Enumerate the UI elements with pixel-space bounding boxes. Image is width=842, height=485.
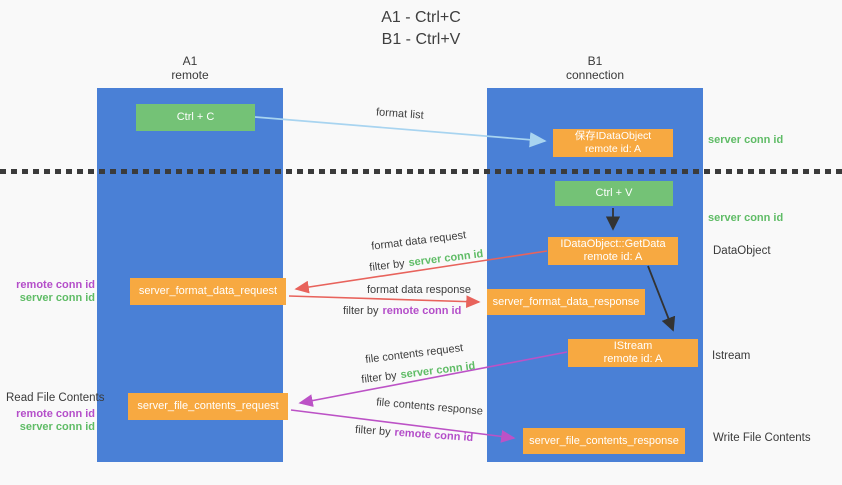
label-server-conn-id: server conn id: [19, 421, 95, 433]
remote-conn-id-text: remote conn id: [394, 426, 474, 445]
label-server-conn-id-mid-right: server conn id: [708, 212, 784, 224]
dotted-divider-line: [0, 169, 842, 174]
node-save-idataobject-line1: 保存IDataObject: [574, 130, 652, 142]
node-server-format-data-request: server_format_data_request: [130, 278, 286, 305]
title-line-2: B1 - Ctrl+V: [381, 31, 461, 48]
lifeline-a1-id: A1: [182, 54, 198, 68]
remote-conn-id-text: remote conn id: [382, 305, 462, 317]
filter-by-text: filter by: [343, 305, 379, 317]
label-read-file-contents: Read File Contents: [6, 392, 105, 404]
node-ctrl-v-label: Ctrl + V: [595, 187, 633, 199]
label-remote-conn-id: remote conn id: [16, 279, 95, 291]
conn-id-stack-bottom: remote conn id server conn id: [13, 408, 95, 434]
node-idataobject-getdata-line2: remote id: A: [583, 251, 643, 263]
arrow-format-data-response: [288, 295, 481, 308]
node-server-file-contents-request: server_file_contents_request: [128, 393, 288, 420]
lifeline-header-b1: B1 connection: [487, 54, 703, 82]
diagram-title: A1 - Ctrl+C B1 - Ctrl+V: [0, 7, 842, 51]
title-line-1: A1 - Ctrl+C: [381, 9, 461, 26]
label-dataobject: DataObject: [713, 245, 771, 257]
label-format-data-request: format data request: [370, 229, 467, 253]
label-istream: Istream: [712, 350, 751, 362]
node-ctrl-c: Ctrl + C: [136, 104, 255, 131]
lifeline-b1-role: connection: [565, 68, 625, 82]
label-format-data-response: format data response: [367, 284, 471, 296]
lifeline-header-a1: A1 remote: [97, 54, 283, 82]
label-remote-conn-id: remote conn id: [16, 408, 95, 420]
filter-by-text: filter by: [354, 423, 391, 439]
node-ctrl-c-label: Ctrl + C: [176, 111, 215, 123]
filter-by-text: filter by: [360, 369, 398, 386]
node-istream-line1: IStream: [613, 340, 653, 352]
node-server-format-data-response: server_format_data_response: [487, 289, 645, 315]
label-server-conn-id: server conn id: [19, 292, 95, 304]
lifeline-a1-role: remote: [171, 68, 209, 82]
node-server-file-contents-response: server_file_contents_response: [523, 428, 685, 454]
node-ctrl-v: Ctrl + V: [555, 181, 673, 206]
node-server-format-data-response-label: server_format_data_response: [492, 295, 640, 308]
node-save-idataobject-line2: remote id: A: [584, 143, 642, 155]
node-istream: IStream remote id: A: [568, 339, 698, 367]
node-idataobject-getdata: IDataObject::GetData remote id: A: [548, 237, 678, 265]
node-server-file-contents-response-label: server_file_contents_response: [529, 434, 679, 447]
server-conn-id-text: server conn id: [399, 360, 476, 382]
node-server-file-contents-request-label: server_file_contents_request: [137, 400, 279, 412]
node-idataobject-getdata-line1: IDataObject::GetData: [560, 238, 666, 250]
lifeline-b1-id: B1: [587, 54, 603, 68]
node-save-idataobject: 保存IDataObject remote id: A: [553, 129, 673, 157]
server-conn-id-text: server conn id: [407, 248, 484, 270]
label-write-file-contents: Write File Contents: [713, 432, 811, 444]
label-server-conn-id-top-right: server conn id: [708, 134, 784, 146]
label-format-list: format list: [375, 106, 425, 122]
node-server-format-data-request-label: server_format_data_request: [138, 285, 278, 297]
label-file-contents-response: file contents response: [375, 396, 484, 418]
filter-by-text: filter by: [368, 257, 406, 274]
node-istream-line2: remote id: A: [603, 353, 663, 365]
conn-id-stack-top: remote conn id server conn id: [13, 279, 95, 305]
